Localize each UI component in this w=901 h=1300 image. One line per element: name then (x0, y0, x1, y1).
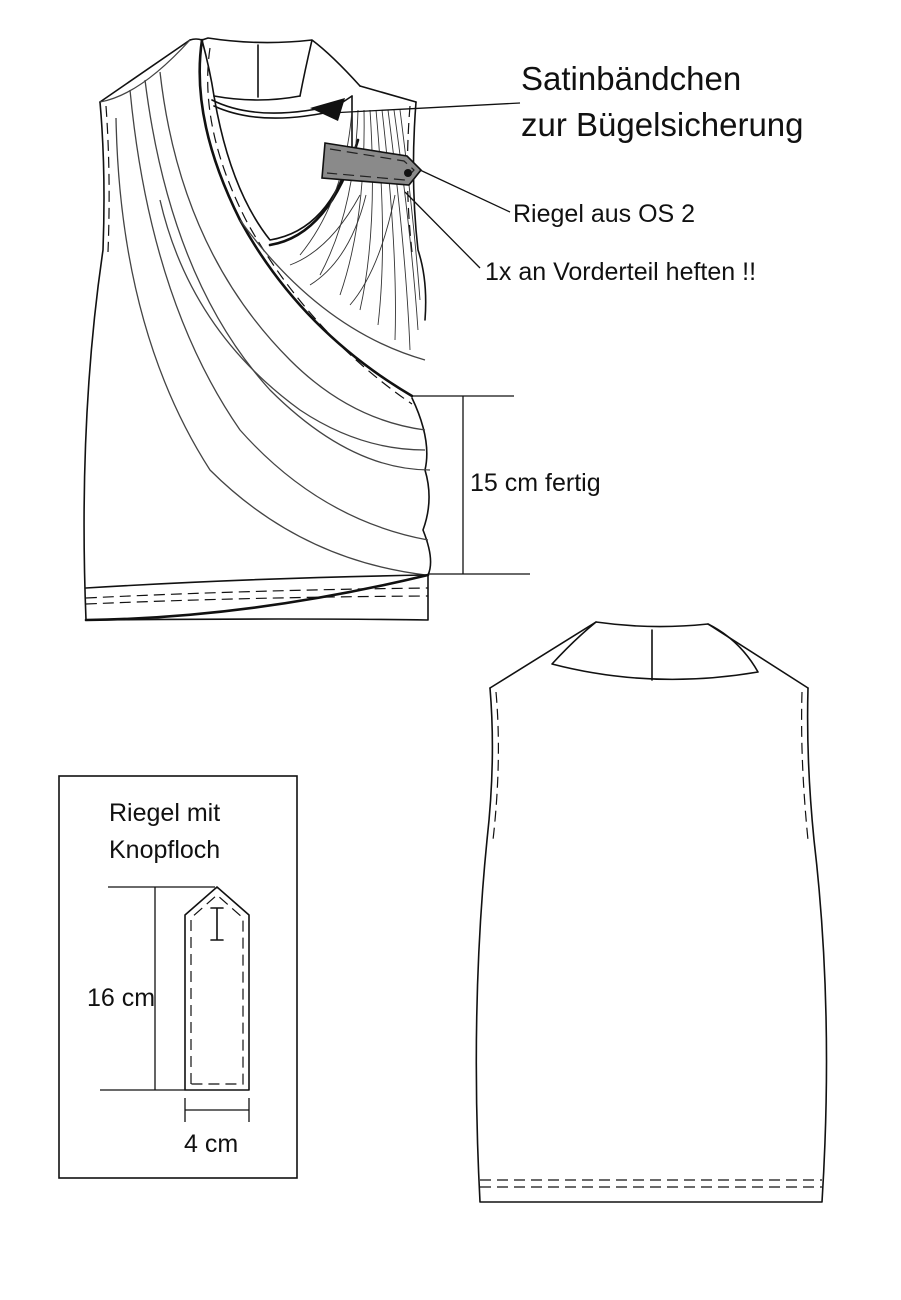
front-armhole-left-stitch (105, 105, 110, 253)
front-hem-back-layer (85, 574, 429, 589)
front-tab-stitch (326, 148, 415, 181)
pointer-satin-arrowhead (310, 98, 345, 121)
dim-4 (184, 1098, 250, 1122)
label-box-title-line1: Riegel mit (109, 799, 220, 827)
fold-3 (144, 79, 431, 471)
label-length: 16 cm (87, 984, 155, 1012)
fold-7 (159, 199, 426, 451)
label-heften: 1x an Vorderteil heften !! (485, 258, 756, 286)
buttonhole-mark (210, 907, 224, 941)
drape-stitch (207, 47, 413, 405)
gathers (289, 109, 421, 351)
label-satin-line1: Satinbändchen (521, 60, 741, 97)
fold-1 (99, 39, 191, 103)
fold-2 (129, 89, 429, 541)
label-fertig: 15 cm fertig (470, 469, 601, 497)
satin-ribbon-lower (213, 105, 339, 119)
back-view (475, 621, 828, 1203)
front-hem-right-side (85, 574, 429, 621)
back-collar (551, 621, 759, 681)
front-collar-lower-edge (213, 95, 301, 101)
pointer-riegel (419, 169, 511, 213)
back-armhole-left-stitch (492, 691, 499, 841)
tab-pattern-stitch (190, 894, 244, 1085)
pointer-heften (404, 191, 481, 269)
front-tab-button (404, 169, 412, 177)
front-body-outline (83, 101, 432, 621)
front-view (83, 37, 432, 622)
front-hem-stitch-1 (85, 587, 429, 599)
front-hem-stitch-2 (85, 595, 429, 605)
tab-pattern-outline (184, 886, 250, 1091)
drape-inner-edge (213, 95, 353, 241)
label-riegel-os: Riegel aus OS 2 (513, 200, 695, 228)
pointer-satin (329, 102, 521, 114)
fold-6 (239, 219, 426, 361)
fold-4 (159, 71, 426, 431)
front-collar (189, 37, 361, 97)
label-width: 4 cm (184, 1130, 238, 1158)
label-box-title-line2: Knopfloch (109, 836, 220, 864)
fold-5 (115, 117, 427, 576)
front-tab (321, 142, 423, 186)
detail-frame (58, 775, 298, 1179)
front-shoulder-left (99, 39, 191, 103)
label-satin-line2: zur Bügelsicherung (521, 106, 804, 143)
front-hem-front-edge (84, 573, 430, 622)
front-shoulder-right (359, 85, 417, 103)
back-body-outline (475, 687, 828, 1203)
tab-detail-box (58, 775, 298, 1179)
back-armhole-right-stitch (801, 691, 809, 841)
